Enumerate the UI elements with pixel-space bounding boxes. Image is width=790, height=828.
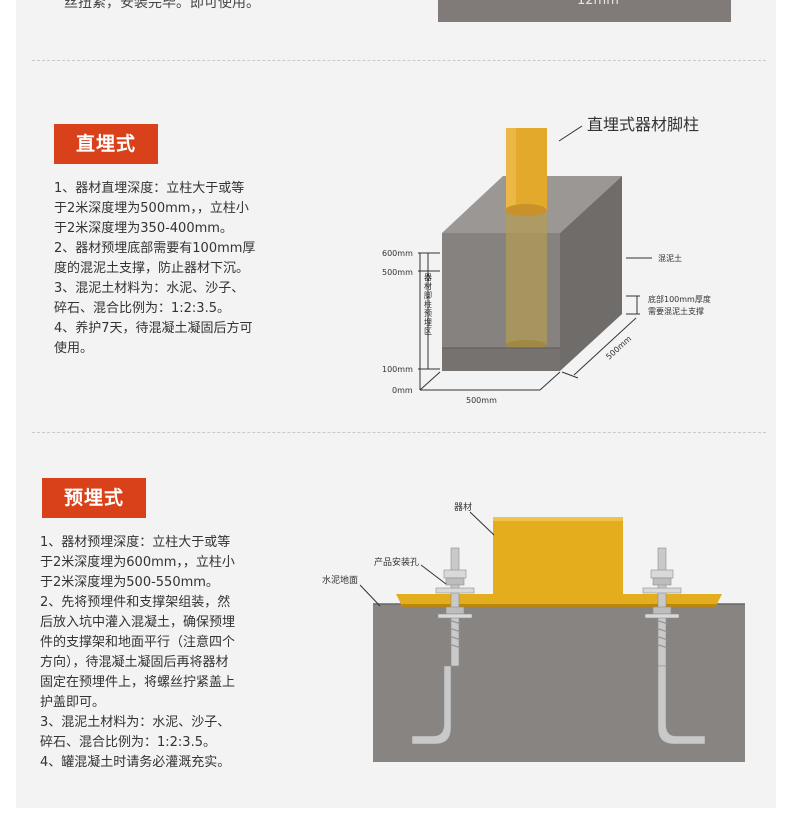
base-plate [396,594,722,606]
pre-embedded-description: 1、器材预埋深度：立柱大于或等于2米深度埋为600mm，，立柱小于2米深度埋为5… [40,533,290,773]
dim-0mm: 0mm [392,386,413,395]
previous-section-text: 丝扭紧，安装完毕。即可使用。 [64,0,260,11]
section-divider [32,60,766,61]
pre-embedded-line: 于2米深度埋为500-550mm。 [40,575,219,590]
pre-embedded-line: 2、先将预埋件和支撑架组装，然 [40,595,231,610]
pre-embedded-line: 于2米深度埋为600mm，，立柱小 [40,555,235,570]
concrete-label: 混泥土 [658,253,682,263]
pole-ground-line [505,204,547,216]
previous-diagram-box [438,0,731,22]
pre-embedded-line: 后放入坑中灌入混凝土，确保预埋 [40,615,236,630]
dim-100mm: 100mm [382,365,413,374]
direct-burial-line: 2、器材预埋底部需要有100mm厚 [54,241,256,256]
direct-burial-line: 3、混泥土材料为：水泥、沙子、 [54,281,245,296]
right-anchor-bolt [642,547,706,745]
equipment-label: 器材 [454,501,472,513]
mounting-hole-label: 产品安装孔 [374,556,419,568]
pre-embedded-line: 固定在预埋件上，将螺丝拧紧盖上 [40,675,236,690]
dim-500mm: 500mm [382,268,413,277]
section-tag-pre-embedded: 预埋式 [42,478,146,518]
direct-burial-description: 1、器材直埋深度：立柱大于或等于2米深度埋为500mm，，立柱小于2米深度埋为3… [54,179,304,359]
direct-burial-line: 于2米深度埋为350-400mm。 [54,221,233,236]
pre-embedded-line: 1、器材预埋深度：立柱大于或等 [40,535,231,550]
direct-burial-line: 于2米深度埋为500mm，，立柱小 [54,201,249,216]
direct-burial-line: 度的混泥土支撑，防止器材下沉。 [54,261,250,276]
dim-600mm: 600mm [382,249,413,258]
pre-embedded-line: 4、罐混凝土时请务必灌溉充实。 [40,755,231,770]
direct-burial-line: 4、养护7天，待混凝土凝固后方可 [54,321,253,336]
pole-highlight [506,128,516,210]
pre-embedded-line: 护盖即可。 [40,695,106,710]
left-anchor-bolt [411,547,475,745]
bottom-support-layer [442,348,560,371]
direct-burial-line: 碎石、混合比例为：1:2:3.5。 [54,301,230,316]
pre-embedded-line: 碎石、混合比例为：1:2:3.5。 [40,735,216,750]
section-tag-direct-burial: 直埋式 [54,124,158,164]
direct-burial-line: 1、器材直埋深度：立柱大于或等 [54,181,245,196]
pre-embedded-line: 方向），待混凝土凝固后再将器材 [40,655,229,670]
embedded-pole [506,205,547,345]
cement-ground-label: 水泥地面 [322,574,358,586]
vertical-zone-label: 器材脚柱预埋区 [424,273,433,336]
diagram-title: 直埋式器材脚柱 [587,115,699,134]
pre-embedded-line: 件的支撑架和地面平行（注意四个 [40,635,236,650]
support-label-line2: 需要混泥土支撑 [648,306,704,316]
section-divider [32,432,766,433]
equipment-block [493,517,623,595]
direct-burial-line: 使用。 [54,341,94,356]
previous-diagram-label: 12mm [577,0,619,8]
concrete-side-face [560,176,622,371]
bottom-width-label: 500mm [466,396,497,405]
pre-embedded-line: 3、混泥土材料为：水泥、沙子、 [40,715,231,730]
support-label-line1: 底部100mm厚度 [648,294,711,304]
